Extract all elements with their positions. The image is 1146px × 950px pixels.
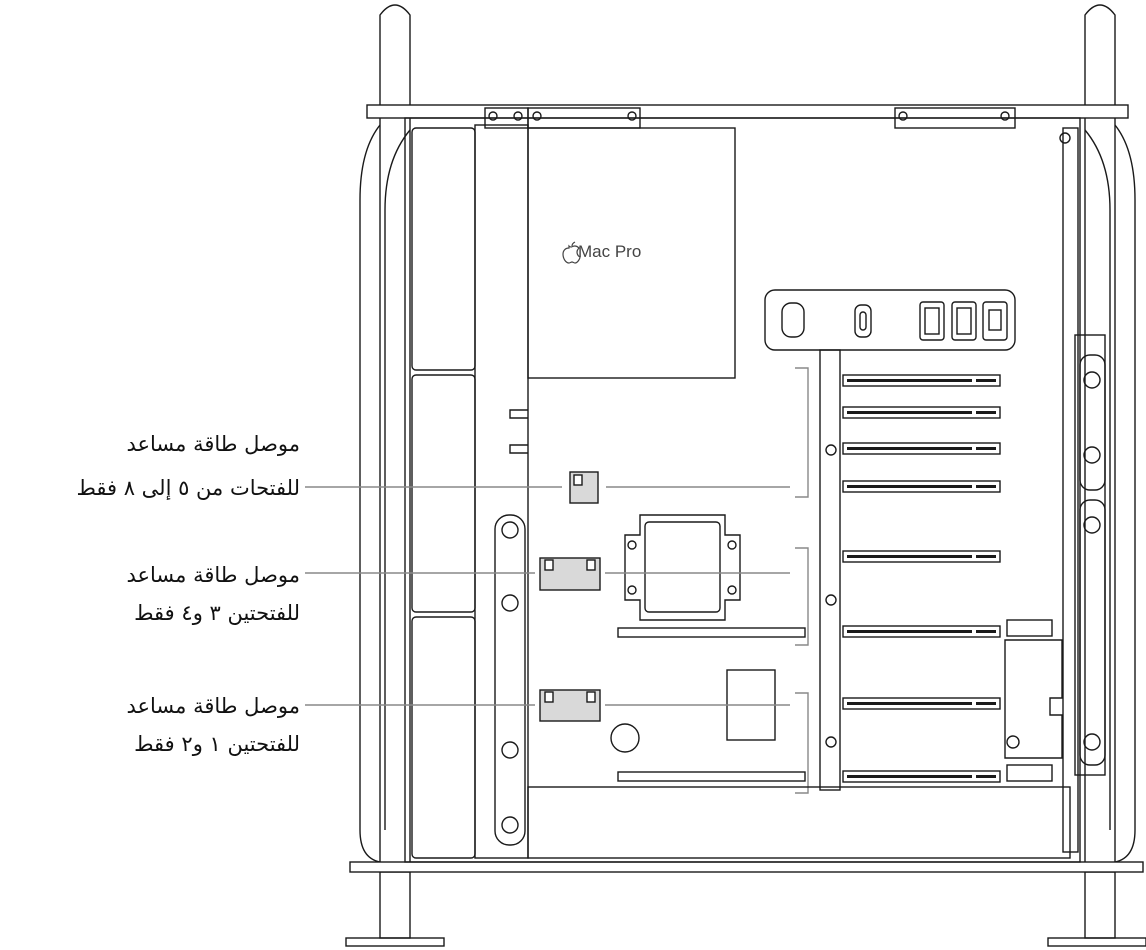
leader-lines <box>305 486 790 706</box>
io-panel <box>764 289 1016 351</box>
callout-slots-3-4: موصل طاقة مساعد للفتحتين ٣ و٤ فقط <box>126 563 300 625</box>
pcie-slot-8 <box>842 374 1001 387</box>
pcie-slot-1 <box>842 770 1001 783</box>
pcie-slot-6 <box>842 442 1001 455</box>
coin-battery <box>610 723 640 753</box>
frame-left <box>345 4 445 947</box>
aux-power-connectors <box>539 471 601 722</box>
callout-brackets <box>795 367 809 794</box>
pcie-slot-3 <box>842 625 1001 638</box>
callout-slots-1-2: موصل طاقة مساعد للفتحتين ١ و٢ فقط <box>126 694 300 756</box>
pcie-slot-2 <box>842 697 1001 710</box>
slot-bracket <box>819 349 841 791</box>
chassis <box>404 117 1081 863</box>
fan-bays <box>411 127 476 859</box>
pcie-slot-7 <box>842 406 1001 419</box>
pcie-slot-4 <box>842 550 1001 563</box>
cpu-socket <box>624 514 741 621</box>
top-rail <box>366 104 1129 119</box>
callout-slots-5-8: موصل طاقة مساعد للفتحات من ٥ إلى ٨ فقط <box>76 432 300 500</box>
pcie-slots <box>842 374 1001 783</box>
pcie-slot-5 <box>842 480 1001 493</box>
vertical-bracket <box>474 107 529 859</box>
mac-pro-logo: Mac Pro <box>578 242 642 261</box>
power-supply <box>527 127 736 379</box>
frame-right <box>1047 4 1146 947</box>
apple-logo-icon <box>562 241 581 264</box>
bottom-rail <box>349 861 1144 873</box>
